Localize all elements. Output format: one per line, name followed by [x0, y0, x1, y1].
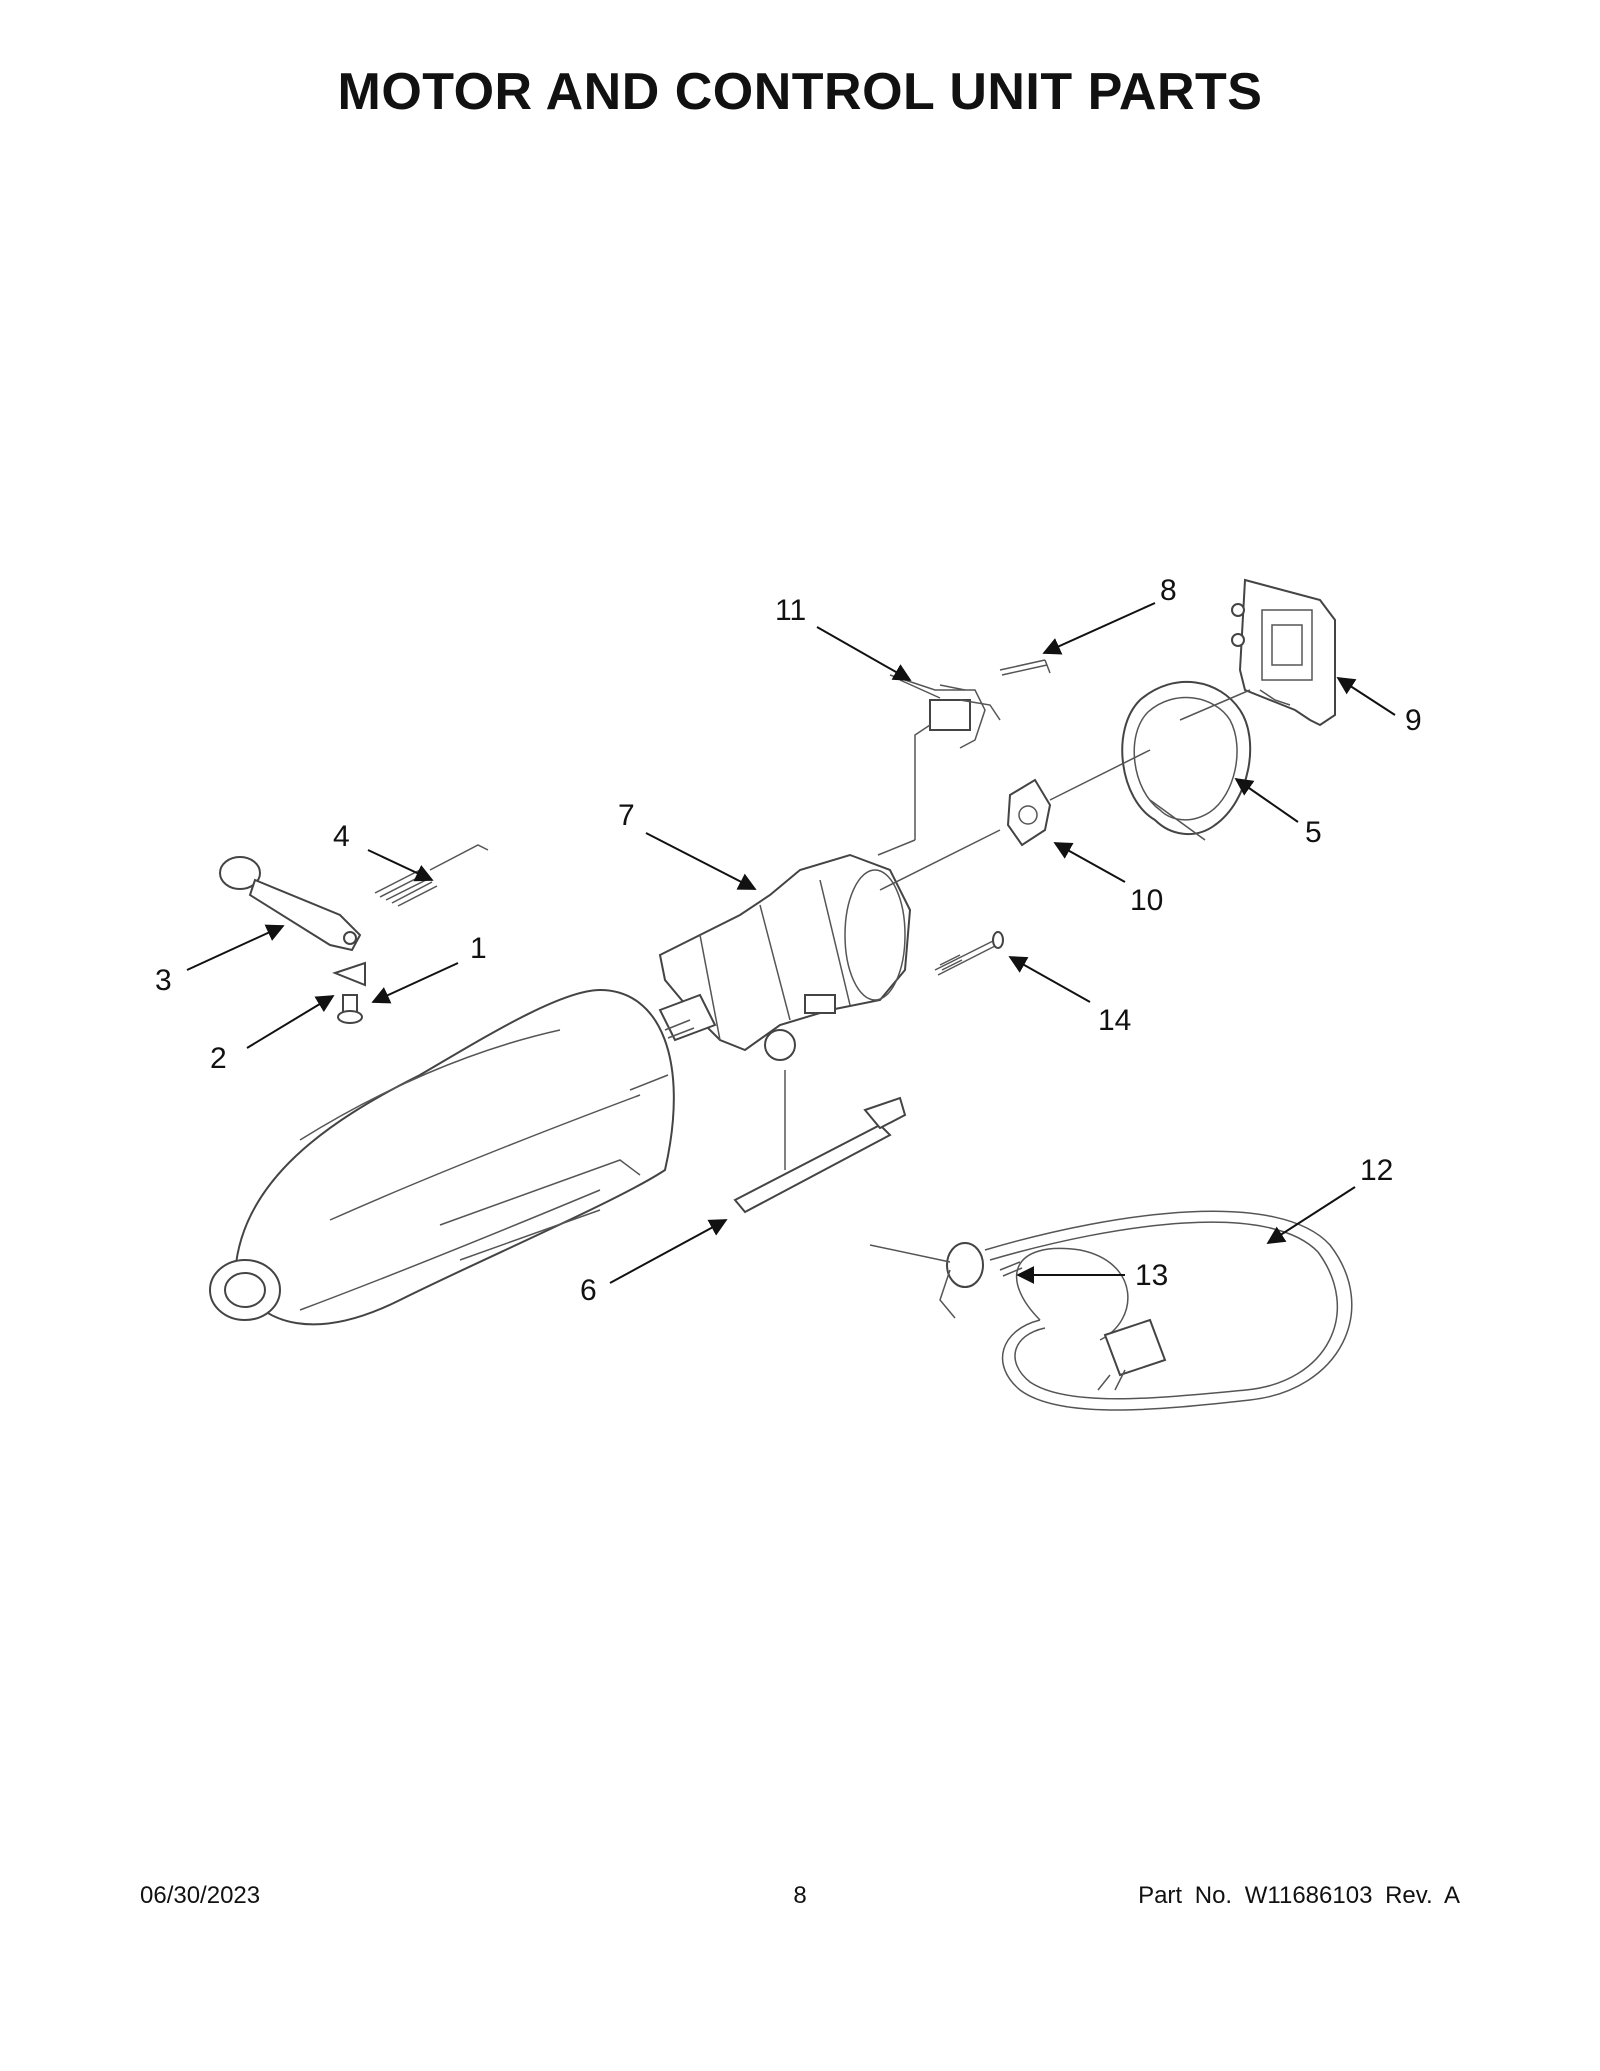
- callout-5: 5: [1305, 816, 1322, 849]
- page-title: MOTOR AND CONTROL UNIT PARTS: [337, 63, 1263, 121]
- footer-page-number: 8: [793, 1882, 807, 1909]
- part-7-motor: [658, 853, 912, 1061]
- assembly-guide-lines: [629, 689, 1251, 1170]
- part-8-screw: [999, 659, 1051, 676]
- callout-4: 4: [333, 820, 350, 853]
- part-11-wiring-harness: [889, 674, 1001, 749]
- part-4-spring: [374, 844, 489, 907]
- callout-12: 12: [1360, 1154, 1393, 1187]
- part-10-coupler: [1006, 778, 1052, 847]
- callout-leaders: [186, 602, 1396, 1284]
- part-13-strain-relief: [869, 1242, 1023, 1319]
- callout-14: 14: [1098, 1004, 1131, 1037]
- callout-8: 8: [1160, 574, 1177, 607]
- callout-11: 11: [775, 594, 806, 627]
- callout-10: 10: [1130, 884, 1163, 917]
- mixer-head-housing: [209, 988, 675, 1326]
- part-9-control-board: [1231, 578, 1336, 727]
- part-2-washer: [332, 961, 366, 987]
- callout-2: 2: [210, 1042, 227, 1075]
- part-14-long-screw: [934, 931, 1004, 976]
- part-12-power-cord: [984, 1210, 1353, 1411]
- callout-7: 7: [618, 799, 635, 832]
- callout-6: 6: [580, 1274, 597, 1307]
- callout-labels: 1 2 3 4 5 6 7 8 9 10 11 12 13 14: [155, 574, 1422, 1307]
- callout-13: 13: [1135, 1259, 1168, 1292]
- part-3-hinge-lever: [219, 856, 362, 952]
- part-6-speed-lever: [733, 1096, 907, 1214]
- part-1-screw: [337, 994, 363, 1024]
- callout-3: 3: [155, 964, 172, 997]
- footer-part-number: Part No. W11686103 Rev. A: [1138, 1882, 1460, 1909]
- footer-date: 06/30/2023: [140, 1882, 261, 1909]
- part-5-ring-bracket: [1121, 680, 1252, 841]
- callout-9: 9: [1405, 704, 1422, 737]
- callout-1: 1: [470, 932, 487, 965]
